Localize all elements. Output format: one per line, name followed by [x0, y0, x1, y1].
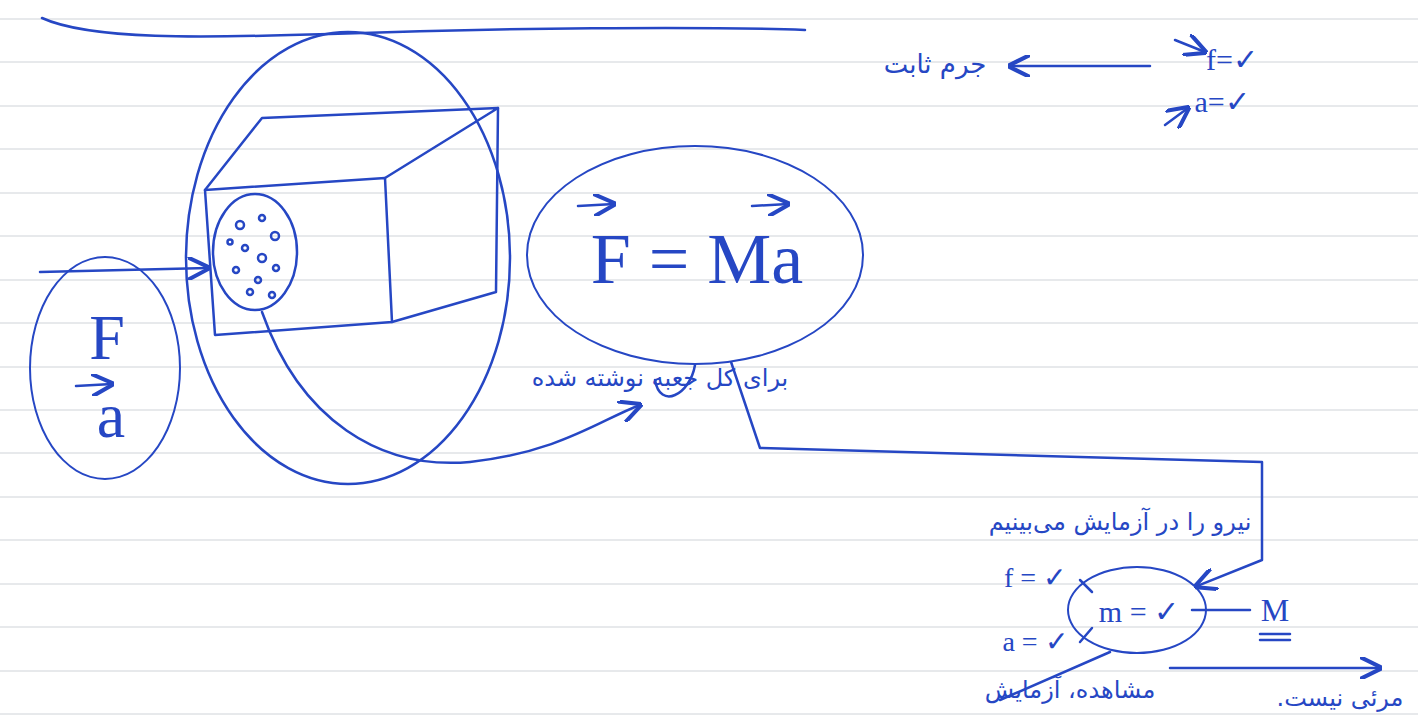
top-stroke [42, 18, 805, 37]
mass-symbol: M [1261, 594, 1289, 626]
handwritten-note: جرم ثابت [884, 51, 987, 77]
underline [1260, 633, 1290, 636]
acceleration-symbol: a [97, 384, 125, 448]
leader-line [1080, 628, 1092, 642]
ruled-lines [0, 19, 1418, 714]
mass-label: m = ✓ [1099, 597, 1179, 627]
handwritten-note: نیرو را در آزمایش می‌بینیم [989, 510, 1252, 534]
oval-node: m = ✓ [1067, 566, 1207, 654]
tick-arrow [1165, 108, 1188, 125]
newton-law: F = Ma [591, 223, 804, 295]
handwritten-note: مشاهده، آزمایش [985, 678, 1155, 702]
handwritten-note: مرئی نیست. [1277, 686, 1404, 710]
force-symbol: F [89, 306, 125, 370]
vector-mark [578, 204, 614, 206]
check-note: a = ✓ [1002, 628, 1067, 656]
oval-node: Fa [29, 256, 181, 480]
oval-node: F = Ma [526, 145, 865, 365]
box-drawing [205, 108, 498, 335]
tick-arrow [1175, 40, 1205, 52]
check-note: a=✓ [1194, 87, 1249, 117]
force-arrow [40, 268, 208, 272]
leader-line [1080, 580, 1092, 592]
check-note: f = ✓ [1004, 564, 1066, 592]
underline [1260, 639, 1290, 642]
connector-arrow [731, 363, 1262, 587]
arrow-line [1170, 667, 1380, 670]
vector-mark [752, 204, 788, 206]
particle-cloud [213, 194, 297, 310]
leader-line [1010, 65, 1150, 68]
check-note: f=✓ [1206, 45, 1258, 75]
handwritten-note: برای کل جعبه نوشته شده [532, 366, 789, 390]
leader-line [1192, 609, 1250, 612]
system-circle [186, 32, 510, 484]
